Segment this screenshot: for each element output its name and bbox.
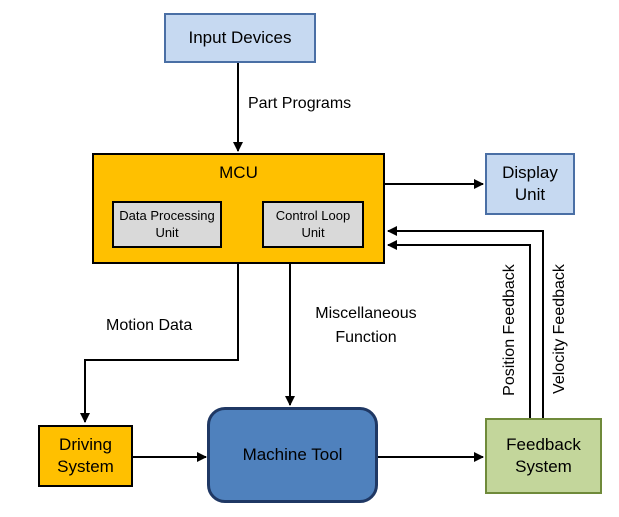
arrow-velocity-feedback [387,226,544,418]
motion-data-label: Motion Data [106,317,193,334]
arrow-position-feedback [387,240,531,418]
input-devices-label: Input Devices [188,27,292,47]
machine-tool-box: Machine Tool [207,407,378,503]
data-processing-line-1: Data Processing [119,207,215,223]
arrow-motion-data [80,264,239,423]
display-unit-line-2: Unit [514,185,546,204]
misc-function-line-2: Function [335,329,397,346]
input-devices-box: Input Devices [164,13,316,63]
control-loop-unit-box: Control Loop Unit [262,201,364,248]
feedback-system-line-1: Feedback [506,434,581,454]
position-feedback-label: Position Feedback [501,264,518,396]
driving-system-line-1: Driving [59,434,112,454]
mcu-label: MCU [219,163,258,182]
feedback-system-box: Feedback System [485,418,602,494]
data-processing-unit-box: Data Processing Unit [112,201,222,248]
part-programs-label: Part Programs [248,95,352,112]
feedback-system-line-2: System [515,457,572,476]
control-loop-line-1: Control Loop [275,207,351,223]
display-unit-box: Display Unit [485,153,575,215]
misc-function-line-1: Miscellaneous [315,305,417,322]
machine-tool-label: Machine Tool [242,444,343,464]
display-unit-line-1: Display [502,162,558,182]
driving-system-box: Driving System [38,425,133,487]
driving-system-line-2: System [57,457,114,476]
misc-function-label: Miscellaneous Function [300,302,432,350]
velocity-feedback-label: Velocity Feedback [551,264,568,394]
data-processing-line-2: Unit [155,224,179,240]
control-loop-line-2: Unit [301,224,325,240]
